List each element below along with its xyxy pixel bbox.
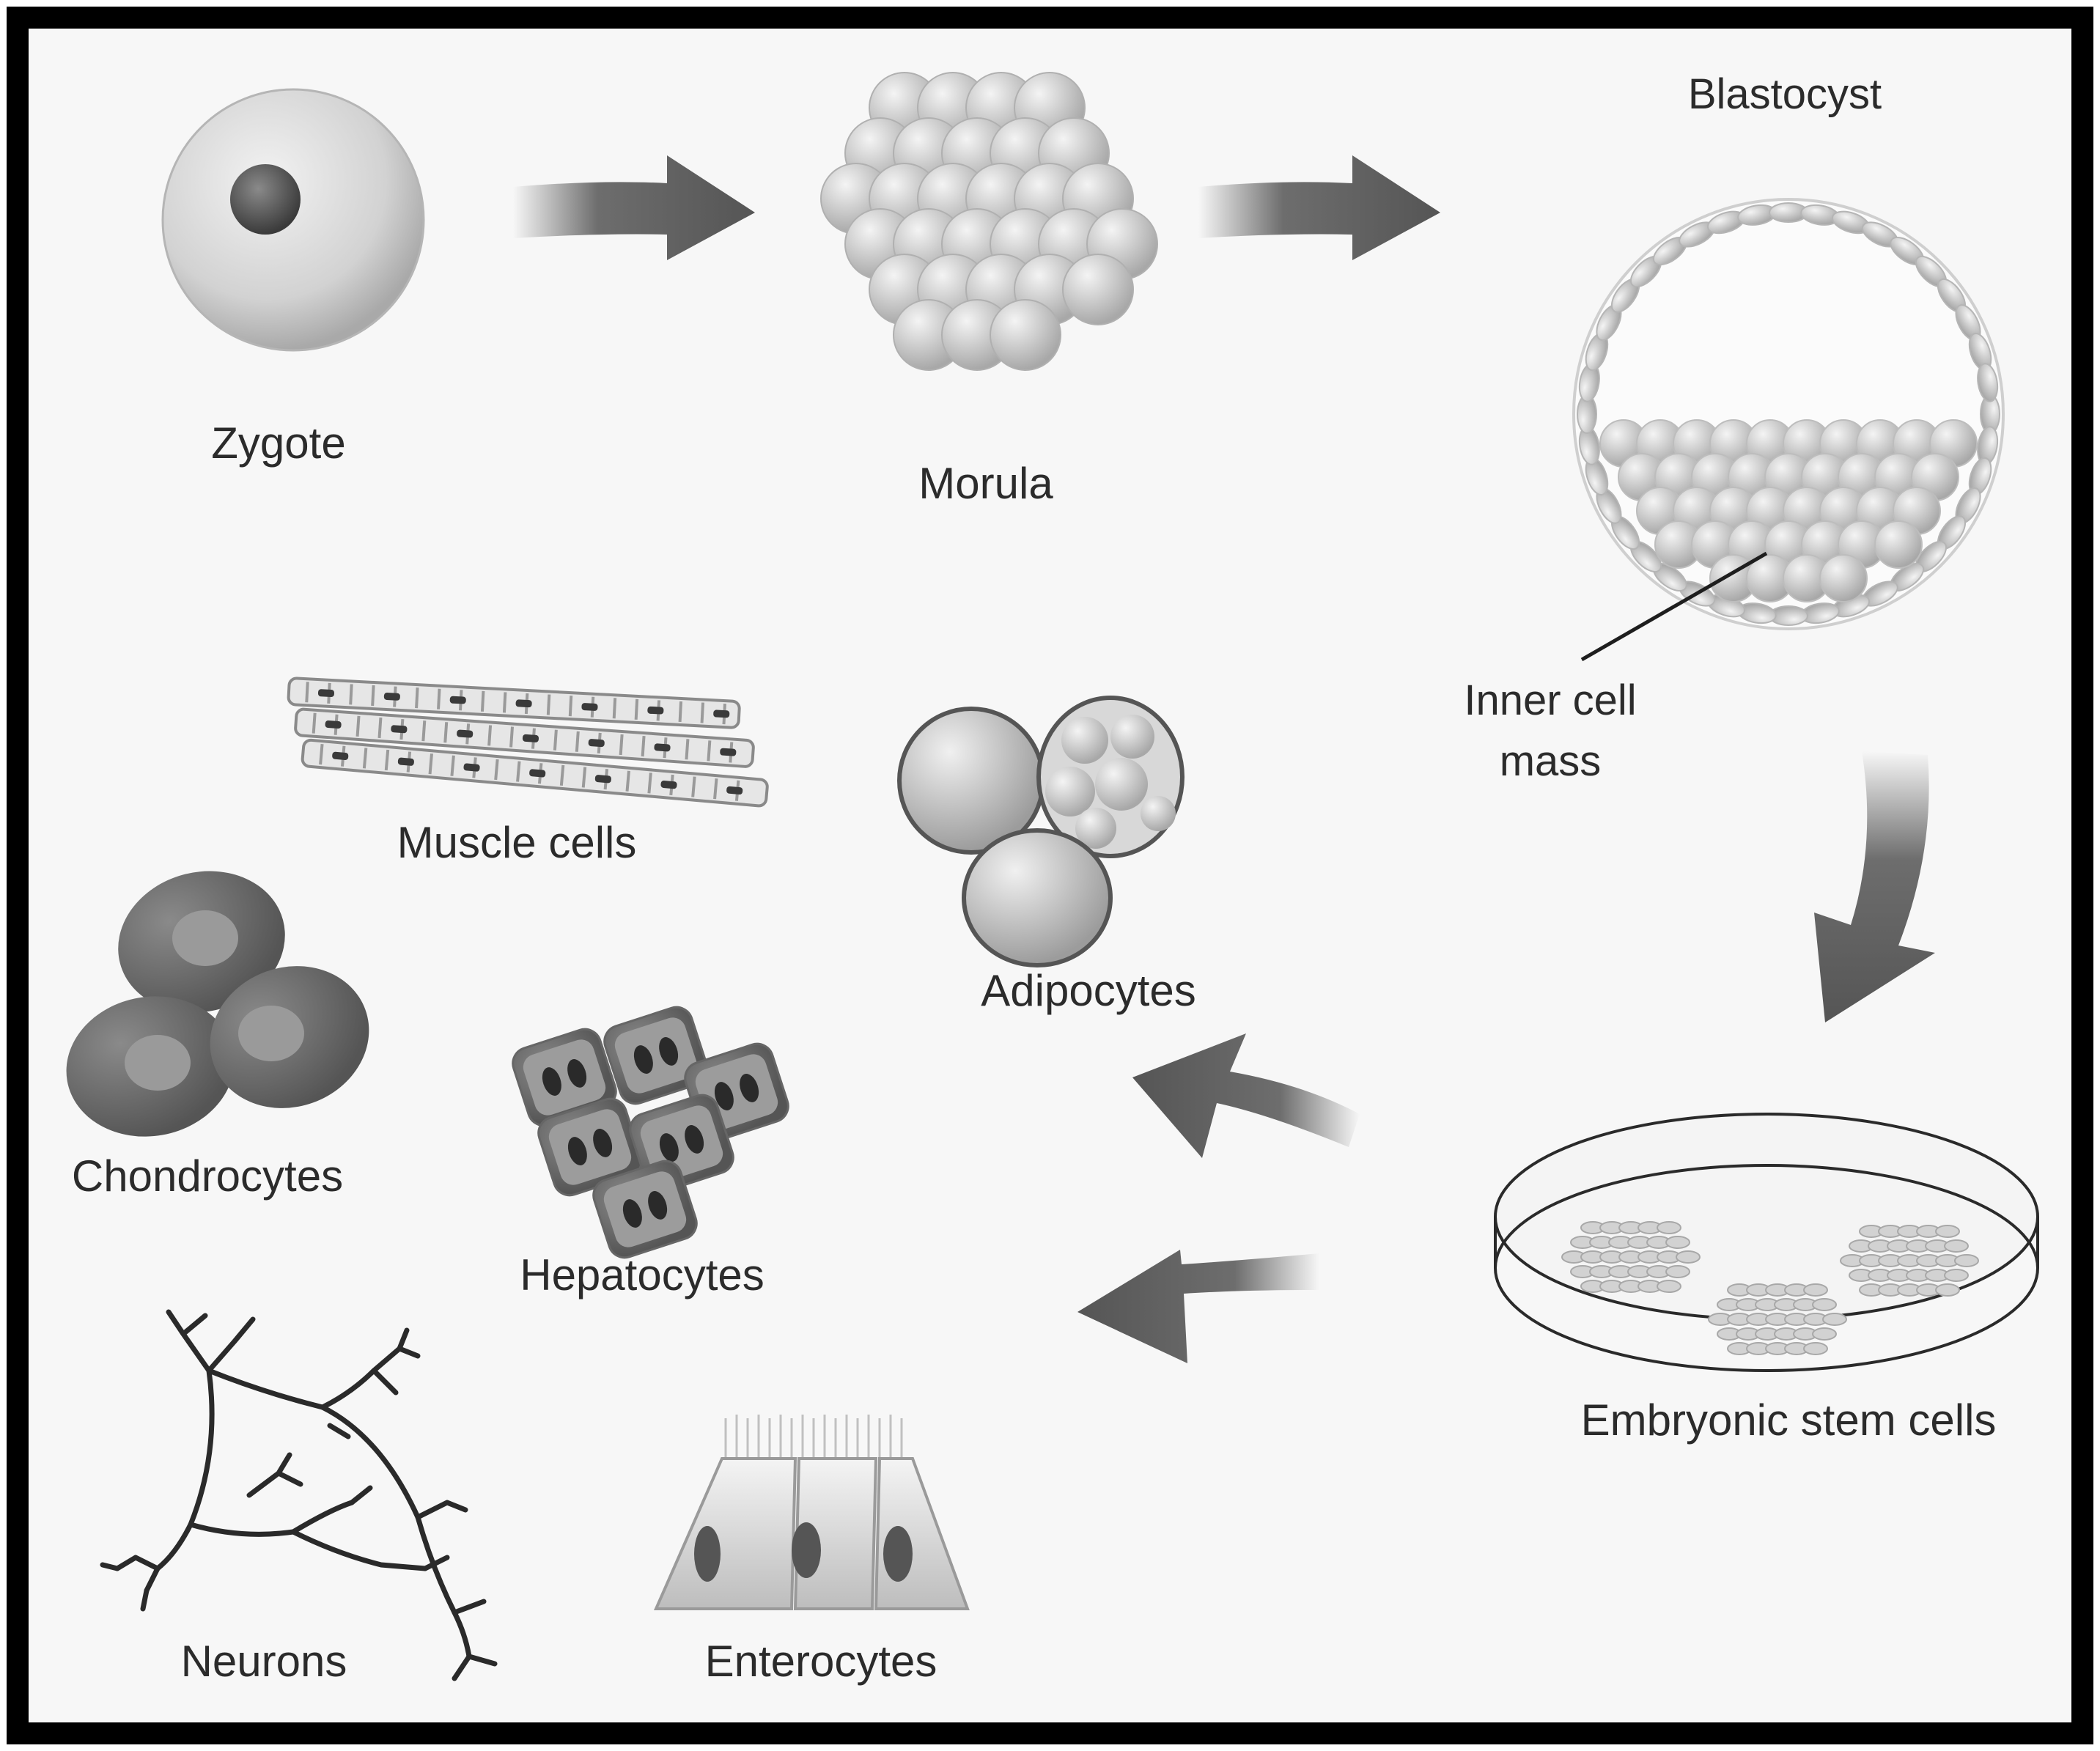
blastocyst-label: Blastocyst — [1688, 70, 1882, 118]
petri-dish-illustration — [1494, 1113, 2039, 1372]
esc-label: Embryonic stem cells — [1581, 1396, 1997, 1445]
morula-illustration — [820, 72, 1158, 371]
hepatocytes-label: Hepatocytes — [520, 1250, 765, 1300]
chondrocytes-illustration — [66, 871, 369, 1137]
arrow-differentiation-lower — [1077, 1250, 1319, 1363]
inner-cell-mass-label-line2: mass — [1500, 737, 1602, 785]
enterocytes-label: Enterocytes — [705, 1637, 937, 1686]
neurons-label: Neurons — [181, 1637, 347, 1686]
morula-label: Morula — [918, 459, 1053, 508]
arrow-zygote-to-morula — [513, 155, 755, 260]
muscle-cells-illustration — [287, 677, 769, 808]
inner-cell-mass-label-line1: Inner cell — [1464, 677, 1636, 724]
zygote-label: Zygote — [211, 419, 345, 468]
arrow-blastocyst-to-esc — [1814, 751, 1935, 1022]
zygote-illustration — [161, 88, 425, 352]
arrow-morula-to-blastocyst — [1198, 155, 1440, 260]
chondrocytes-label: Chondrocytes — [72, 1151, 343, 1201]
adipocytes-illustration — [897, 696, 1185, 967]
hepatocytes-illustration — [512, 1006, 789, 1259]
adipocytes-label: Adipocytes — [981, 966, 1196, 1015]
muscle-cells-label: Muscle cells — [397, 818, 637, 867]
arrow-differentiation-upper — [1132, 1033, 1360, 1158]
inner-cell-mass-pointer — [1580, 551, 1768, 662]
neurons-illustration — [100, 1309, 498, 1681]
blastocyst-illustration — [1572, 198, 2005, 630]
enterocytes-illustration — [653, 1415, 970, 1610]
